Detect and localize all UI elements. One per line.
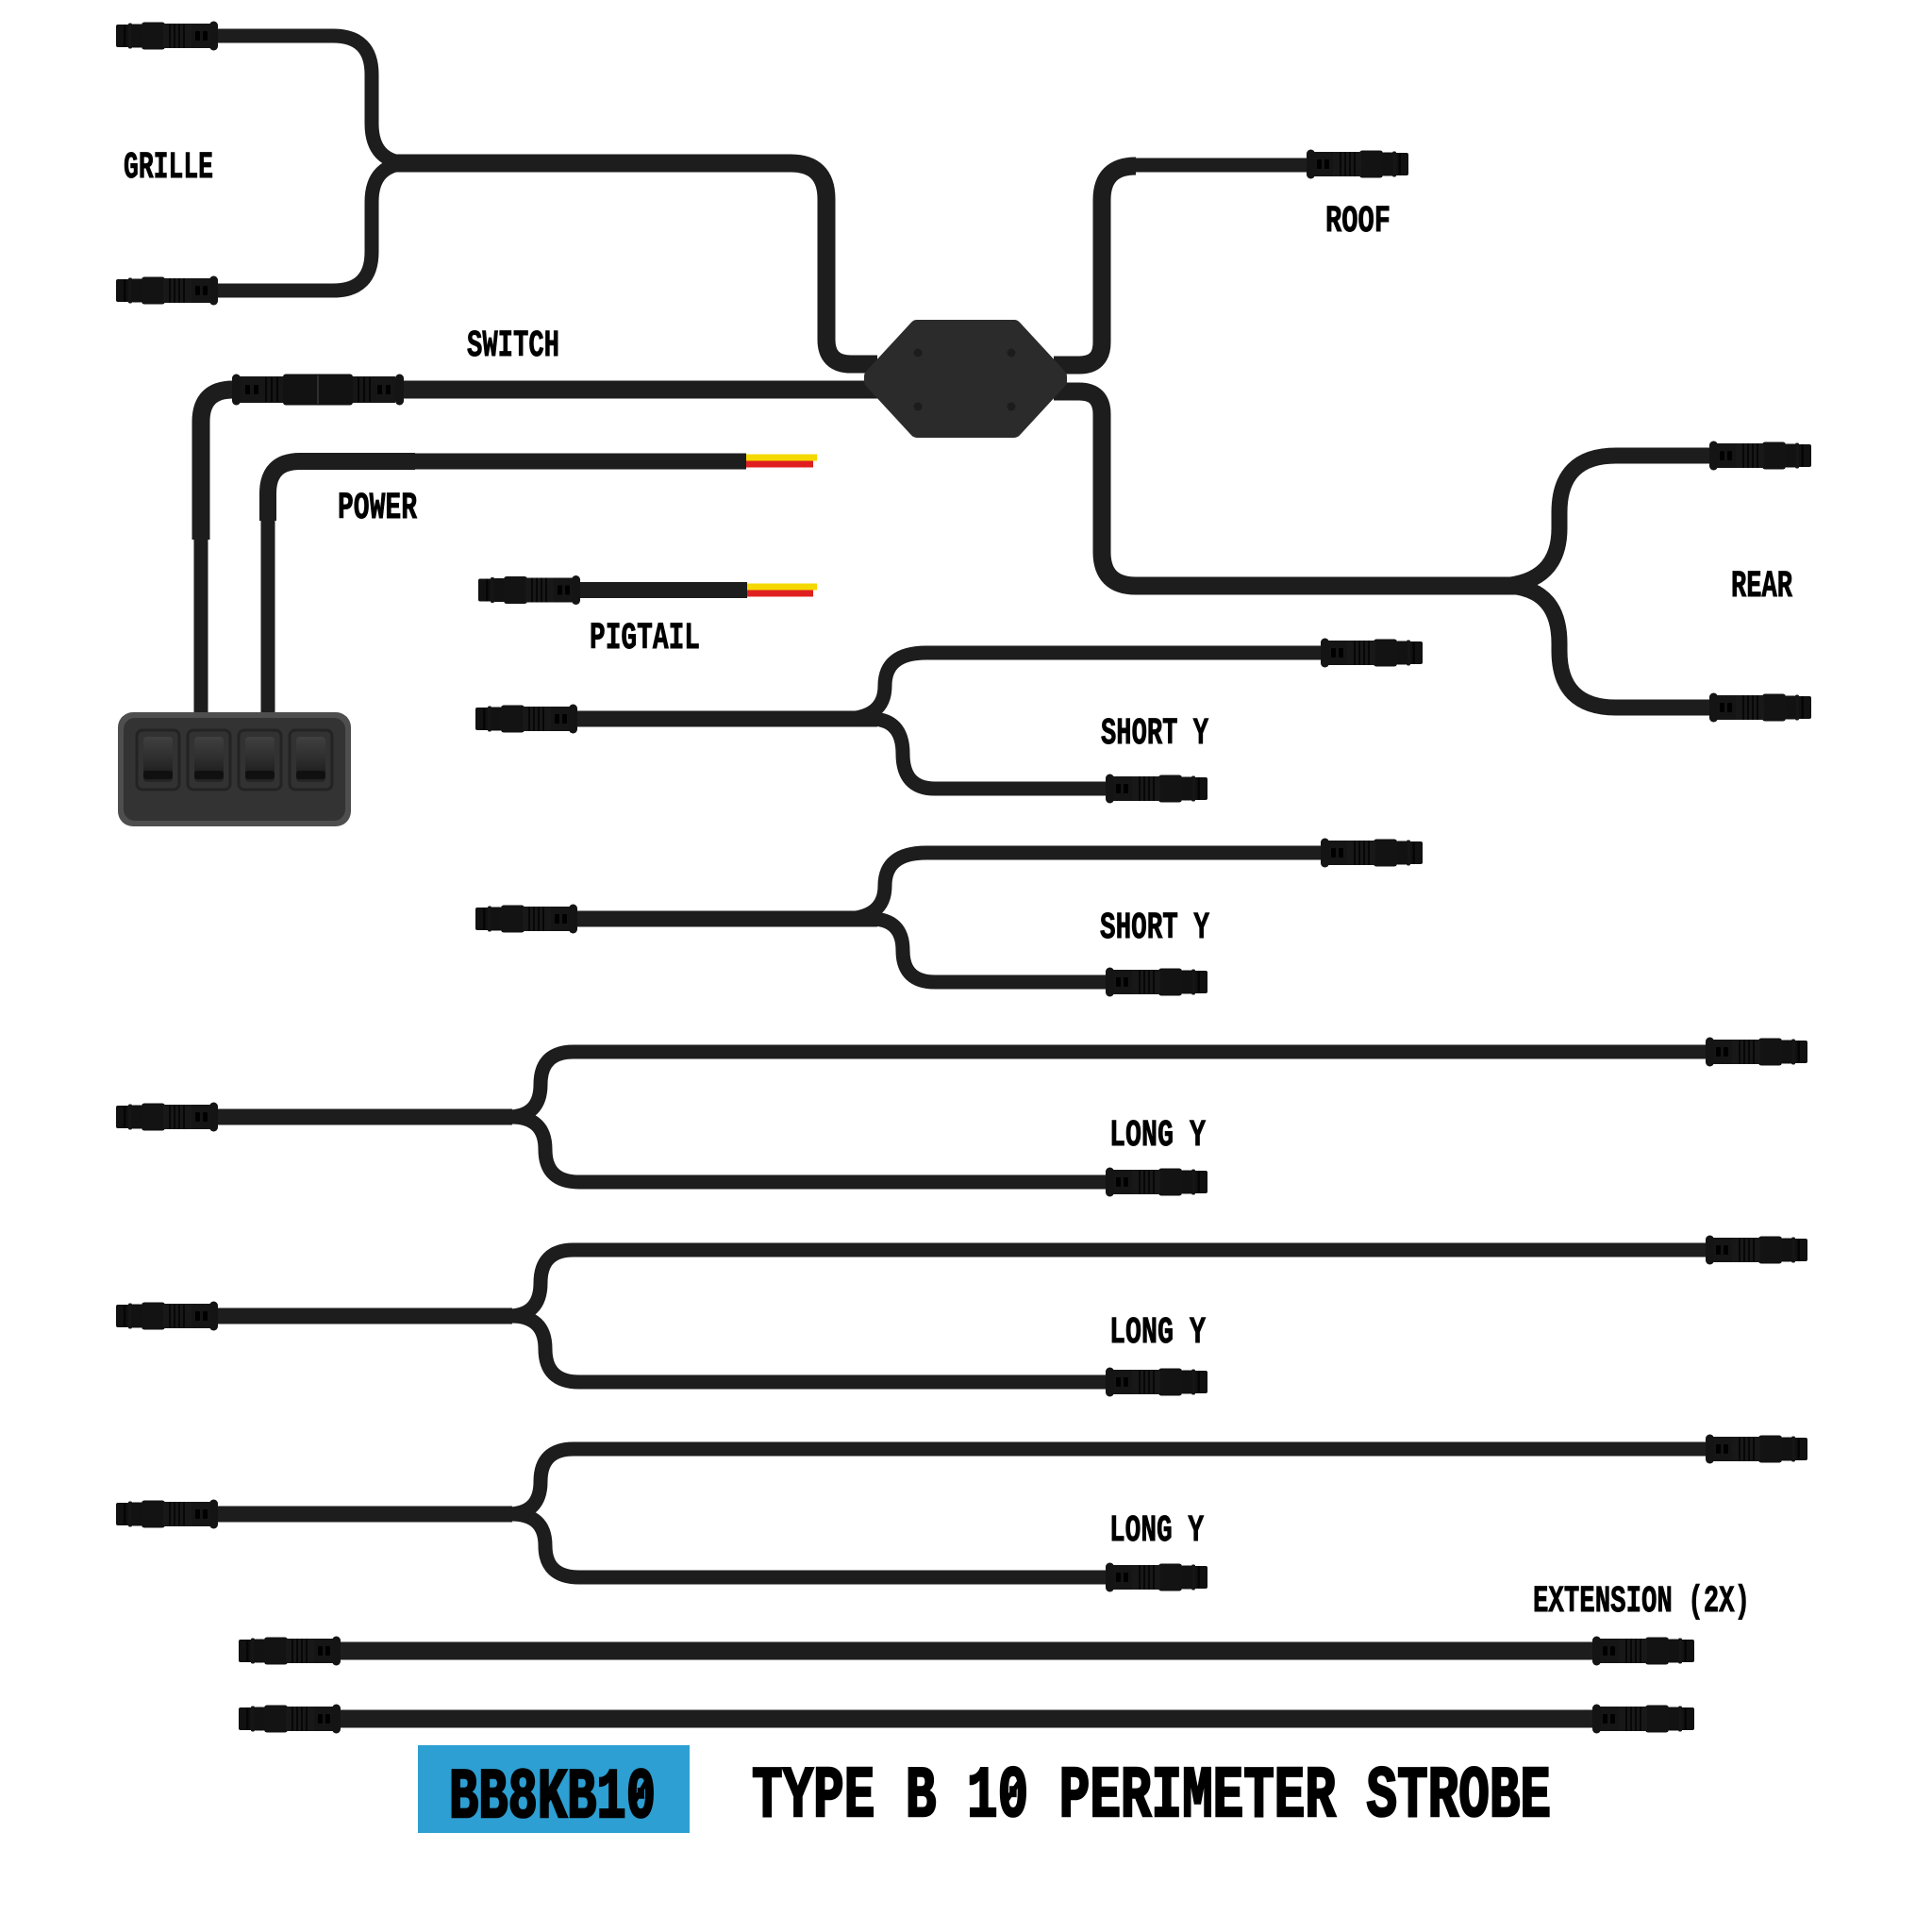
svg-text:SHORT Y: SHORT Y [1101, 713, 1208, 756]
svg-text:TYPE B 10 PERIMETER STROBE: TYPE B 10 PERIMETER STROBE [752, 1757, 1551, 1839]
svg-text:LONG Y: LONG Y [1109, 1115, 1206, 1158]
svg-text:SHORT Y: SHORT Y [1100, 908, 1209, 950]
svg-text:PIGTAIL: PIGTAIL [590, 618, 700, 660]
svg-text:LONG Y: LONG Y [1109, 1312, 1206, 1355]
svg-text:LONG Y: LONG Y [1109, 1510, 1204, 1553]
svg-text:POWER: POWER [338, 488, 417, 530]
svg-text:REAR: REAR [1731, 566, 1792, 608]
svg-text:GRILLE: GRILLE [124, 147, 213, 190]
svg-text:BB8KB10: BB8KB10 [449, 1758, 656, 1839]
svg-text:ROOF: ROOF [1325, 201, 1391, 243]
svg-text:EXTENSION (2X): EXTENSION (2X) [1533, 1581, 1750, 1624]
svg-text:SWITCH: SWITCH [467, 325, 559, 368]
